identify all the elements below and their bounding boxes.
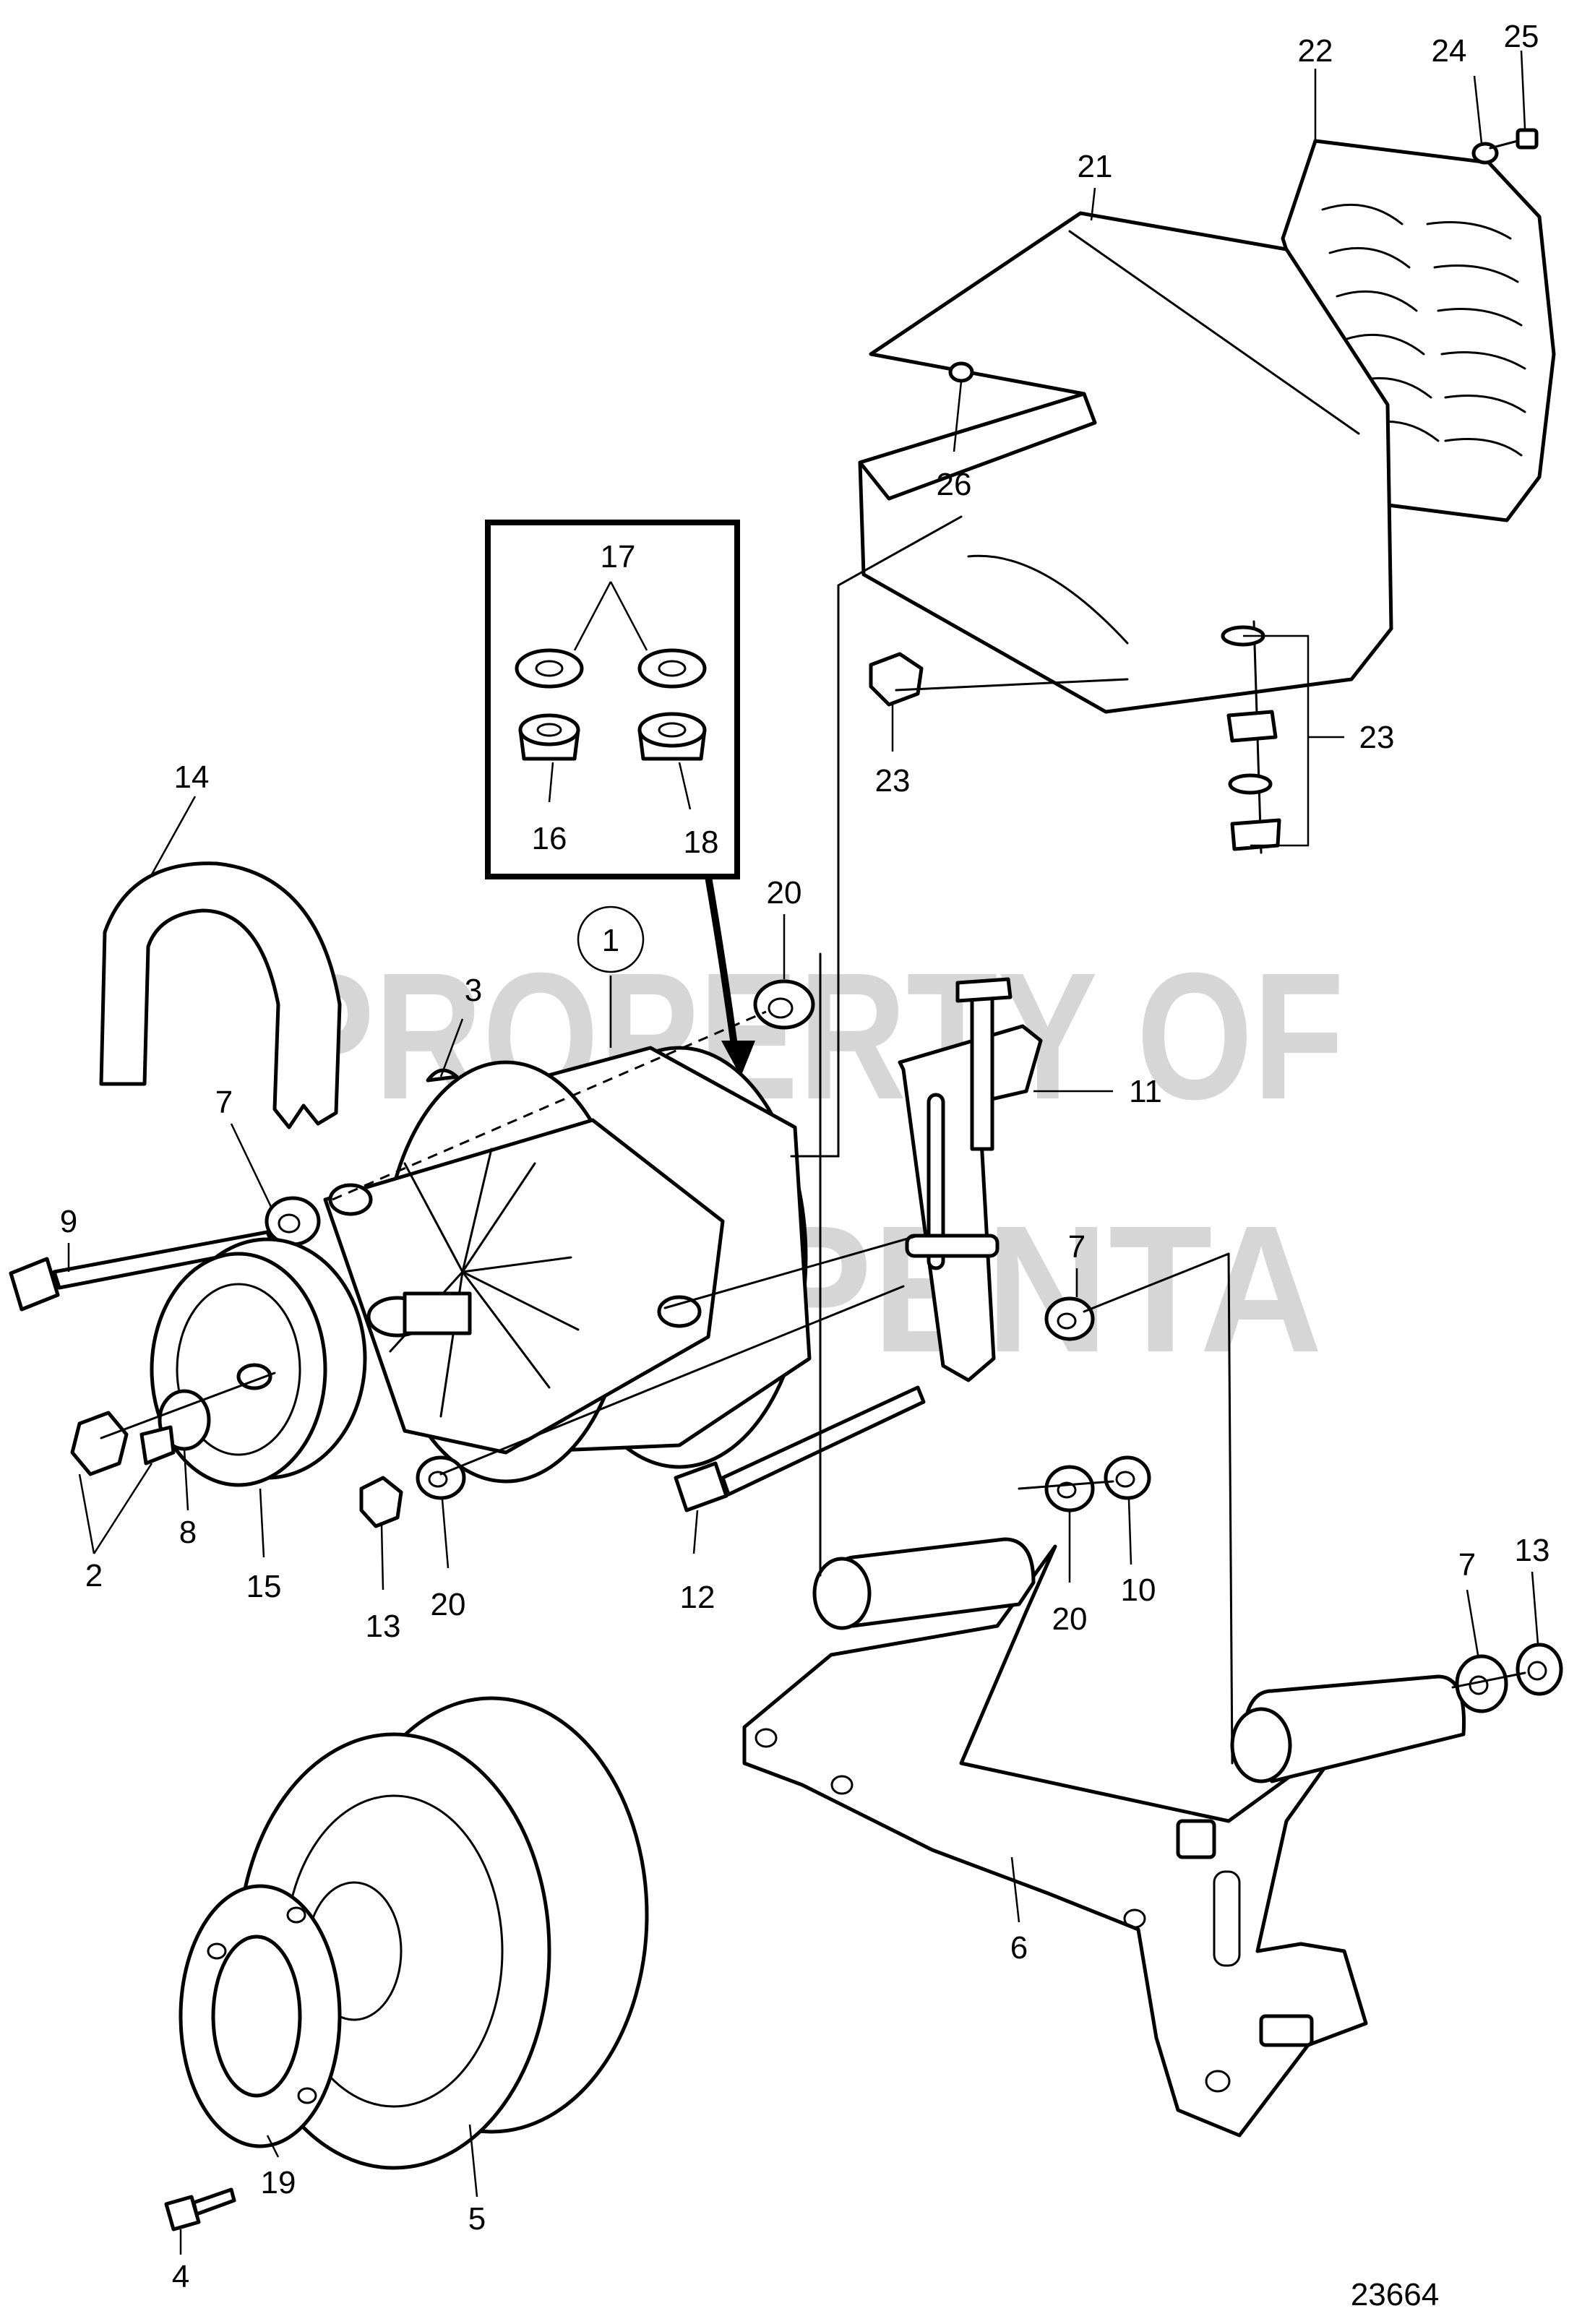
leader-lines [67,50,1539,2255]
detail-inset-17 [485,520,740,879]
part-12-bolt [674,1385,926,1512]
part-20-washer-right [1044,1465,1095,1512]
part-11-adjusting-bracket [898,977,1043,1382]
part-4-bolt [164,2187,236,2232]
callout-7-right: 7 [1458,1547,1476,1583]
callout-25: 25 [1504,19,1539,54]
callout-10: 10 [1121,1572,1156,1608]
callout-16: 16 [532,821,567,856]
callout-8: 8 [179,1515,197,1550]
callout-circle-1 [577,905,645,973]
callout-4: 4 [172,2259,189,2294]
part-26-fastener [948,361,974,383]
drawing-number: 23664 [1351,2277,1439,2312]
part-20-washer-left [416,1455,466,1500]
callout-12: 12 [680,1580,715,1615]
callout-1: 1 [602,923,619,958]
watermark-line2: PENTA [759,1188,1323,1390]
callout-6: 6 [1010,1930,1028,1966]
callout-7-middle: 7 [1068,1229,1086,1265]
callout-18: 18 [684,825,719,860]
callout-20-right: 20 [1052,1601,1088,1637]
callout-20-upper: 20 [767,875,802,911]
callout-21: 21 [1078,149,1113,184]
callout-15: 15 [246,1569,282,1604]
callout-23-left: 23 [875,763,911,799]
part-1-alternator [323,1046,812,1484]
part-7-spacer-right [1455,1654,1508,1713]
callout-5: 5 [468,2201,486,2237]
part-6-mounting-bracket [742,1537,1466,2138]
part-25-screw [1489,128,1539,150]
callout-22: 22 [1298,33,1333,69]
callout-11: 11 [1129,1074,1162,1109]
part-7-spacer-left [265,1196,321,1247]
part-23-stud-stack [1221,620,1281,854]
part-19-adapter-plate [179,1884,342,2148]
part-13-nut-right [1516,1643,1563,1696]
assembly-lines [100,515,1526,1765]
callout-9: 9 [60,1204,77,1239]
callout-19: 19 [261,2165,296,2200]
callout-3: 3 [465,973,482,1008]
callout-20-left: 20 [431,1587,466,1622]
part-23-nut-left [869,652,924,707]
callout-24: 24 [1432,33,1467,69]
part-13-nut-left [359,1476,403,1528]
part-14-belt [99,861,342,1129]
part-2-nut-and-lock [70,1411,176,1476]
part-21-cover-housing [858,211,1393,714]
inset-pointer-arrow [705,877,755,1077]
callout-7-left: 7 [215,1085,233,1120]
callout-26: 26 [937,467,972,502]
callout-14: 14 [174,759,210,795]
callout-2: 2 [85,1558,103,1593]
part-10-nut [1104,1455,1151,1500]
part-7-spacer-middle [1044,1296,1095,1341]
callout-13-left: 13 [366,1609,401,1644]
callout-labels: 1 2 3 4 5 6 7 7 7 8 9 10 11 12 13 13 14 … [60,19,1550,2294]
callout-13-right: 13 [1515,1533,1550,1568]
part-20-washer-upper [753,979,815,1030]
callout-17: 17 [601,539,636,574]
callout-23-right: 23 [1359,720,1395,755]
